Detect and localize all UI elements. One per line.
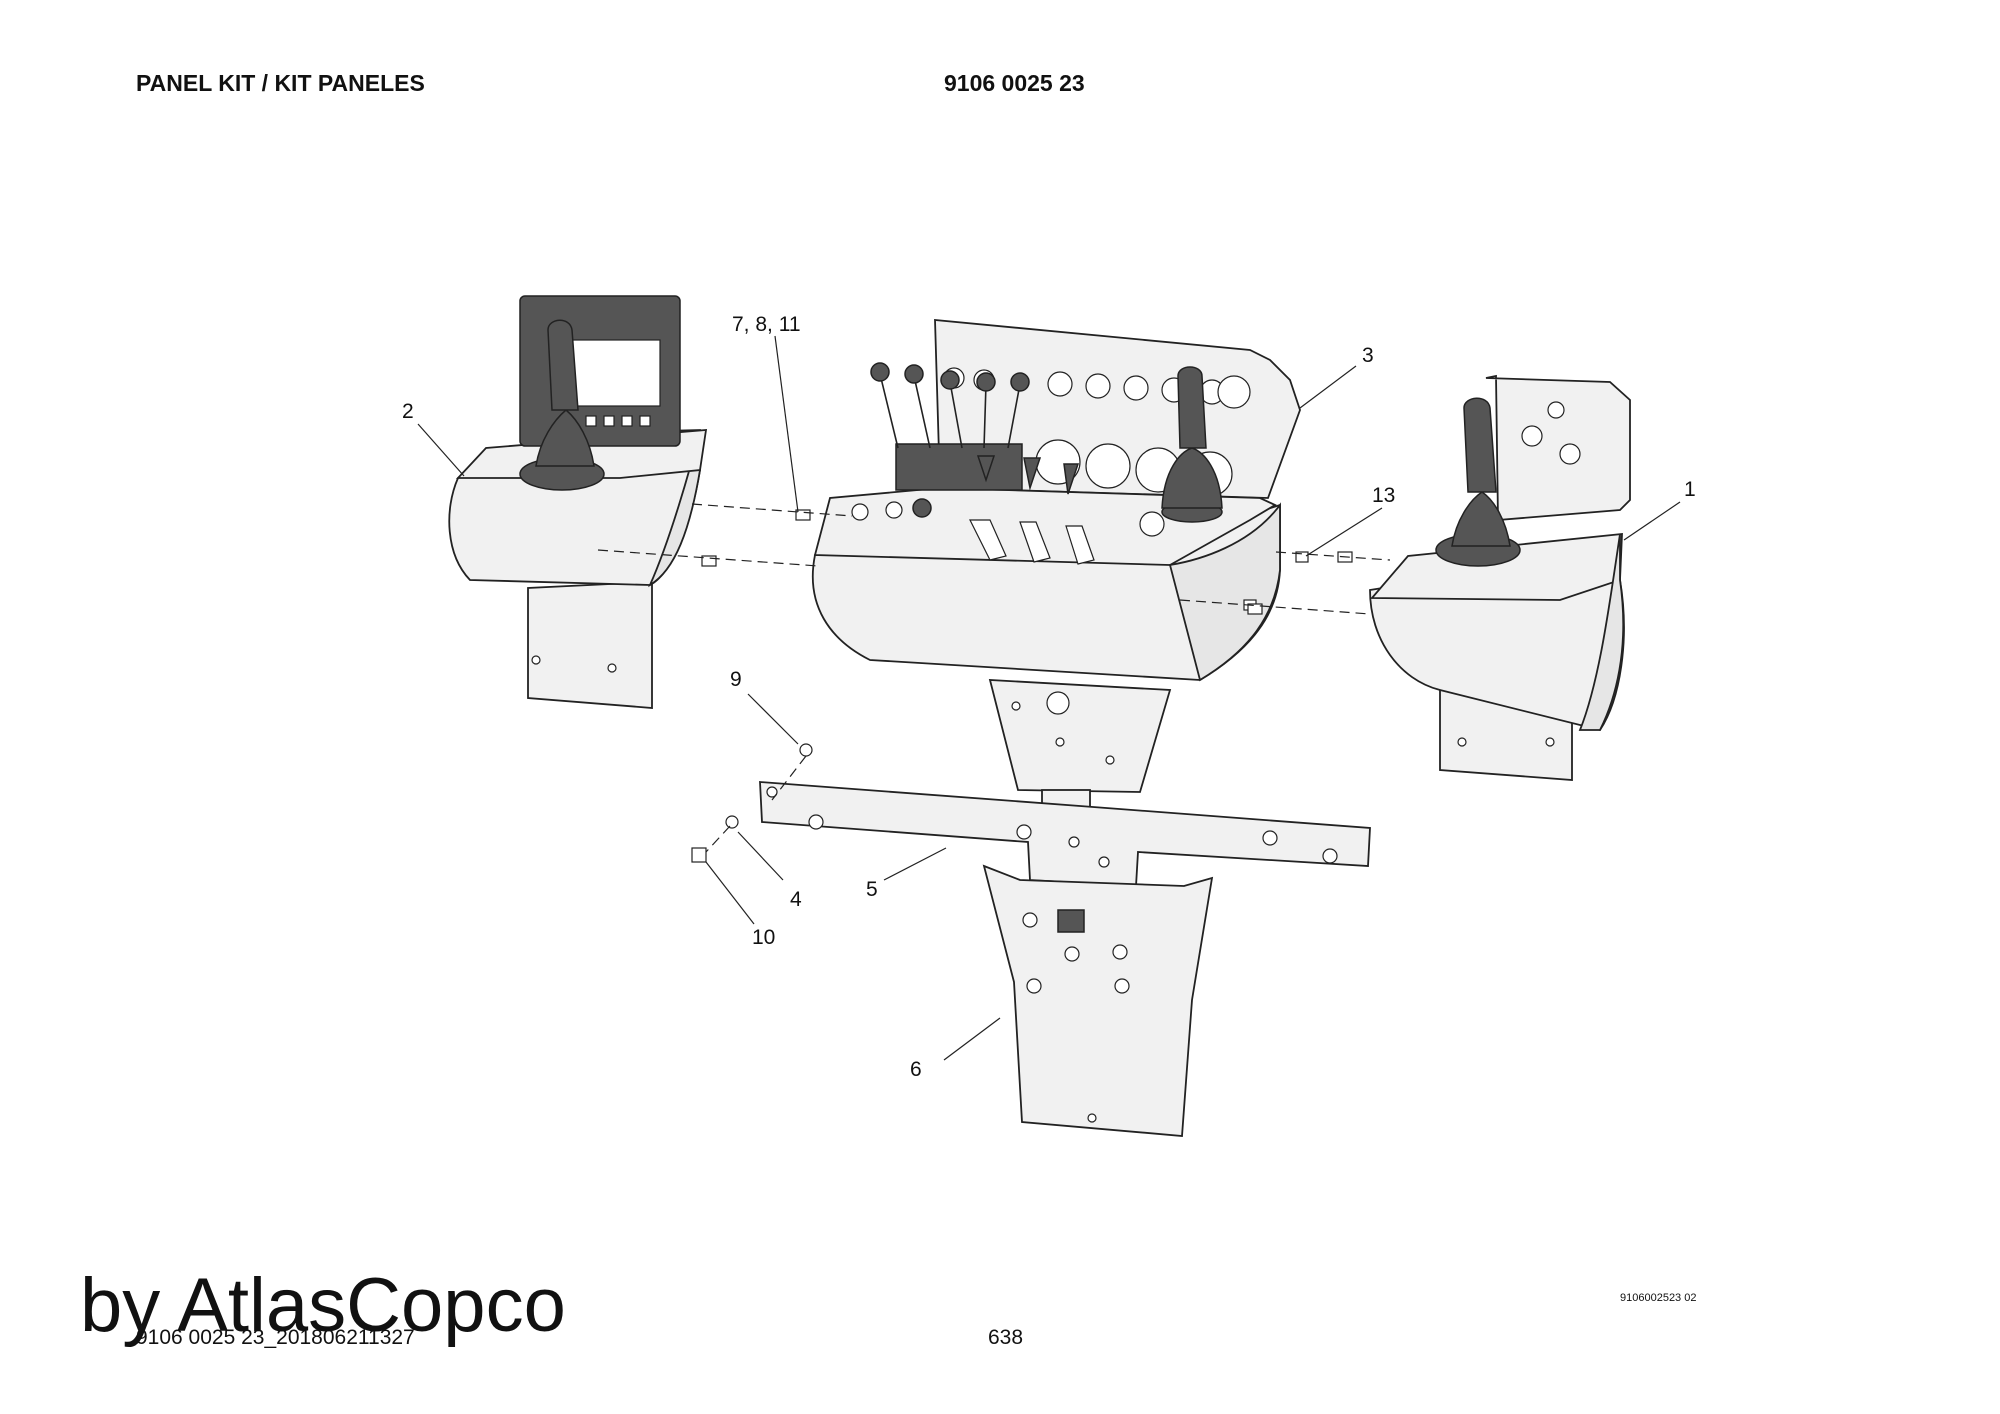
bottom-bracket — [982, 864, 1214, 1137]
callout-1: 1 — [1684, 478, 1696, 501]
callout-2: 2 — [402, 400, 414, 423]
page-title: PANEL KIT / KIT PANELES — [136, 70, 425, 96]
watermark: by AtlasCopco — [80, 1263, 566, 1348]
mounting-bar — [759, 781, 1371, 887]
drawing-number: 9106002523 02 — [1620, 1292, 1697, 1304]
callout-5: 5 — [866, 878, 878, 901]
callout-10: 10 — [752, 926, 775, 949]
file-reference: 9106 0025 23_201806211327 — [136, 1326, 415, 1349]
callout-6: 6 — [910, 1058, 922, 1081]
callout-7-8-11: 7, 8, 11 — [732, 313, 801, 336]
callout-9: 9 — [730, 668, 742, 691]
callout-labels: 7, 8, 11 2 3 1 13 9 4 10 5 6 — [402, 313, 1696, 1081]
right-console — [1369, 374, 1631, 781]
callout-13: 13 — [1372, 484, 1395, 507]
part-number: 9106 0025 23 — [944, 70, 1085, 96]
leader-lines — [417, 335, 1681, 1061]
left-console — [448, 295, 708, 709]
center-console — [811, 319, 1301, 827]
page-number: 638 — [988, 1326, 1024, 1349]
valve-lever-block — [895, 443, 1023, 491]
assembly-lines — [597, 503, 1391, 853]
callout-4: 4 — [790, 888, 802, 911]
joystick-handle — [547, 319, 579, 411]
callout-3: 3 — [1362, 344, 1374, 367]
